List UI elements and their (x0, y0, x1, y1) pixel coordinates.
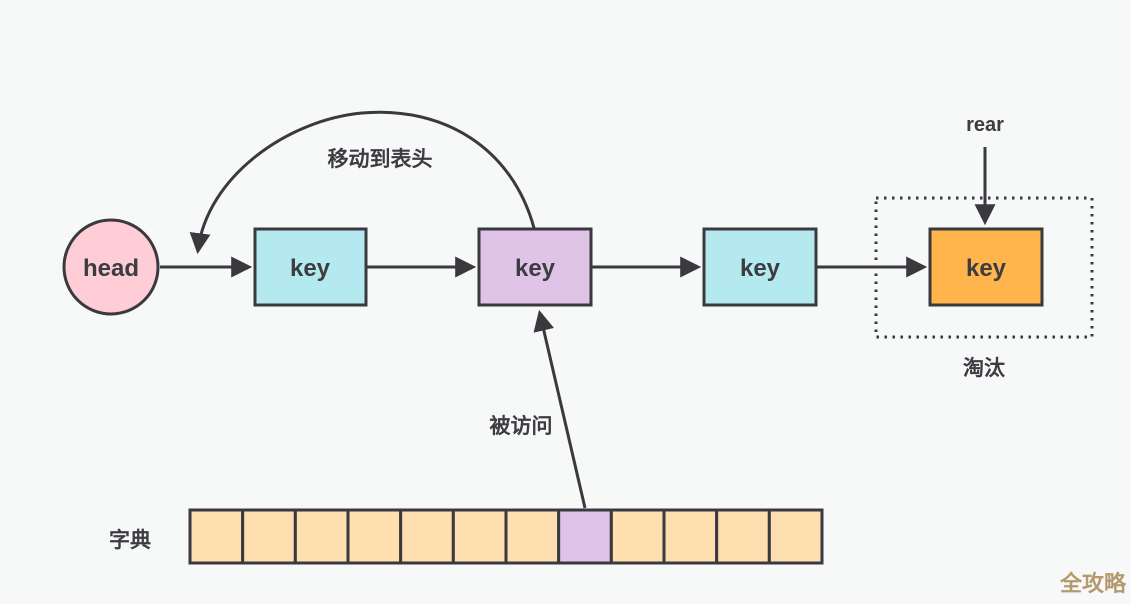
key-node-4-evicted (928, 227, 1044, 307)
head-node-label: head (83, 255, 139, 282)
dictionary-array (188, 508, 824, 565)
dictionary-cell (504, 508, 561, 565)
dictionary-cell-highlighted (557, 508, 613, 565)
dictionary-cell (293, 508, 350, 565)
label-accessed: 被访问 (490, 414, 553, 438)
dictionary-cell (767, 508, 824, 565)
dictionary-cell (241, 508, 297, 565)
dictionary-cell (715, 508, 771, 565)
label-rear: rear (966, 114, 1004, 136)
label-move-to-head: 移动到表头 (328, 147, 433, 171)
dictionary-cell (399, 508, 455, 565)
label-evicted: 淘汰 (963, 356, 1006, 380)
dictionary-cell (188, 508, 245, 565)
key-node-3-label: key (740, 255, 781, 282)
key-node-4-label: key (966, 255, 1007, 282)
key-node-3 (702, 227, 818, 307)
key-node-2-label: key (515, 255, 556, 282)
dictionary-cell (609, 508, 666, 565)
dictionary-cell (346, 508, 403, 565)
key-node-2-accessed (477, 227, 593, 307)
key-node-1-label: key (290, 255, 331, 282)
head-node (62, 218, 160, 316)
dictionary-cell (662, 508, 719, 565)
label-dictionary: 字典 (109, 528, 151, 552)
accessed-arrow (533, 309, 587, 509)
watermark: 全攻略 (1059, 571, 1127, 596)
dictionary-cell (451, 508, 508, 565)
curved-arrow-move-to-head (189, 110, 536, 255)
